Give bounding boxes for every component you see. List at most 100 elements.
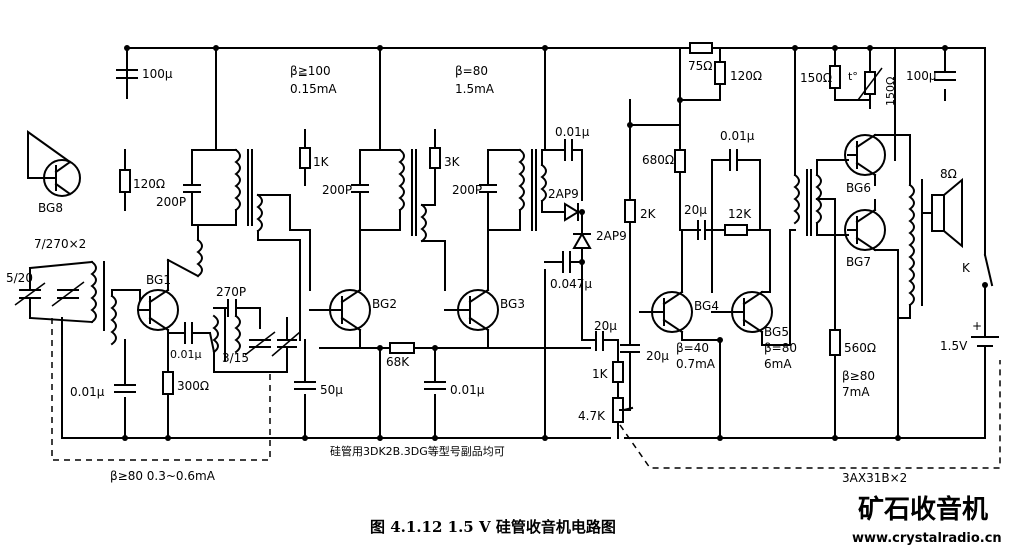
speaker-8ohm: 8Ω (921, 167, 963, 249)
positive-rail (126, 47, 986, 256)
label-1k-top: 1K (313, 155, 330, 169)
label-001-bg1: 0.01μ (170, 348, 202, 361)
label-bg5: BG5 (764, 325, 789, 339)
transistor-bg4: BG4 (639, 264, 721, 341)
capacitor-100u-left: 100μ (116, 67, 173, 99)
bg3-current: 1.5mA (455, 82, 495, 96)
capacitor-001-bg1: 0.01μ (167, 322, 211, 361)
capacitor-3-15: 3/15 (222, 331, 276, 365)
label-200p-2: 200P (322, 183, 352, 197)
label-270p: 270P (216, 285, 246, 299)
label-120: 120Ω (730, 69, 762, 83)
label-001-det: 0.01μ (555, 125, 590, 139)
oscillator-coil (166, 224, 241, 361)
label-2ap9-b: 2AP9 (596, 229, 627, 243)
label-300: 300Ω (177, 379, 209, 393)
resistor-1k-top: 1K (299, 129, 330, 186)
label-50u: 50μ (320, 383, 343, 397)
resistor-3k: 3K (429, 129, 461, 169)
capacitor-20u-c: 20μ (619, 344, 669, 411)
battery-1-5v: + 1.5V (940, 319, 999, 353)
thermistor-mark: t° (848, 70, 858, 83)
antenna-coil (28, 260, 141, 346)
diode-2ap9-b: 2AP9 (572, 211, 627, 341)
label-20u-a: 20μ (684, 203, 707, 217)
bg67-current: 7mA (842, 385, 870, 399)
resistor-150-b: 150Ω t° (848, 47, 897, 109)
diode-2ap9-a: 2AP9 (548, 187, 583, 222)
label-200p-3: 200P (452, 183, 482, 197)
resistor-120: 120Ω (714, 61, 762, 101)
label-680: 680Ω (642, 153, 674, 167)
note-output-pair: 3AX31B×2 (842, 471, 907, 485)
if-transformer-1 (191, 148, 311, 341)
resistor-1k-vol: 1K (592, 361, 624, 399)
label-001-mid: 0.01μ (450, 383, 485, 397)
label-001-left: 0.01μ (70, 385, 105, 399)
power-switch-k: K (962, 253, 994, 336)
label-47k: 4.7K (578, 409, 606, 423)
transistor-bg5: BG5 (711, 229, 796, 346)
resistor-120-bg1: 120Ω (119, 149, 165, 211)
capacitor-001-bg1-left: 0.01μ (70, 339, 136, 399)
label-75: 75Ω (688, 59, 712, 73)
trimmer-cap-5-20: 5/20 (6, 267, 46, 319)
label-bg4: BG4 (694, 299, 719, 313)
oscillator-tuning-cap (213, 317, 301, 373)
label-1k-vol: 1K (592, 367, 609, 381)
tuning-cap-7-270: 7/270×2 (34, 237, 86, 307)
capacitor-200p-2: 200P (322, 149, 369, 231)
label-2ap9-a: 2AP9 (548, 187, 579, 201)
transistor-bg7: BG7 (844, 199, 899, 269)
capacitor-001-mid: 0.01μ (424, 347, 485, 397)
ganged-tuning-dashed-link (51, 318, 271, 461)
transistor-bg2: BG2 (309, 229, 397, 349)
label-8ohm: 8Ω (940, 167, 957, 181)
stage-note-bg3: β=80 1.5mA (455, 64, 495, 96)
label-trim: 5/20 (6, 271, 33, 285)
label-20u-b: 20μ (594, 319, 617, 333)
label-150-b: 150Ω (884, 77, 897, 106)
resistor-150-a: 150Ω (800, 47, 871, 101)
volume-link-dashed-line (619, 360, 1001, 469)
capacitor-20u-a: 20μ (681, 203, 726, 266)
bg2-beta: β≧100 (290, 64, 331, 78)
transistor-bg8: BG8 (27, 130, 81, 215)
label-tuning: 7/270×2 (34, 237, 86, 251)
bg5-beta: β=80 (764, 341, 797, 355)
label-20u-c: 20μ (646, 349, 669, 363)
label-k: K (962, 261, 971, 275)
label-12k: 12K (728, 207, 752, 221)
label-bg7: BG7 (846, 255, 871, 269)
label-100u-right: 100μ (906, 69, 937, 83)
output-transformer (894, 134, 923, 319)
label-bg6: BG6 (846, 181, 871, 195)
watermark-text: 矿石收音机 (858, 494, 988, 525)
bg67-beta: β≥80 (842, 369, 875, 383)
label-560: 560Ω (844, 341, 876, 355)
stage-note-bg4: β=40 0.7mA (676, 341, 716, 371)
label-bg2: BG2 (372, 297, 397, 311)
label-150-a: 150Ω (800, 71, 832, 85)
potentiometer-47k: 4.7K (578, 397, 634, 439)
negative-rail (61, 269, 986, 439)
transistor-bg1: BG1 (137, 259, 179, 371)
capacitor-001-det: 0.01μ (555, 125, 590, 201)
label-0047: 0.047μ (550, 277, 592, 291)
bg2-current: 0.15mA (290, 82, 337, 96)
stage-note-bg5: β=80 6mA (764, 341, 797, 371)
label-120-bg1: 120Ω (133, 177, 165, 191)
label-bg1: BG1 (146, 273, 171, 287)
capacitor-200p-1: 200P (156, 149, 201, 226)
bg4-beta: β=40 (676, 341, 709, 355)
watermark-logo: 矿石收音机 www.crystalradio.cn (852, 494, 1002, 546)
capacitor-20u-b: 20μ (581, 319, 619, 363)
if-transformer-3 (487, 148, 561, 231)
label-2k: 2K (640, 207, 657, 221)
figure-caption: 图 4.1.12 1.5 V 硅管收音机电路图 (370, 518, 616, 536)
capacitor-100u-right: 100μ (906, 69, 956, 83)
svg-text:+: + (972, 319, 982, 333)
label-001-fb: 0.01μ (720, 129, 755, 143)
label-68k: 68K (386, 355, 410, 369)
